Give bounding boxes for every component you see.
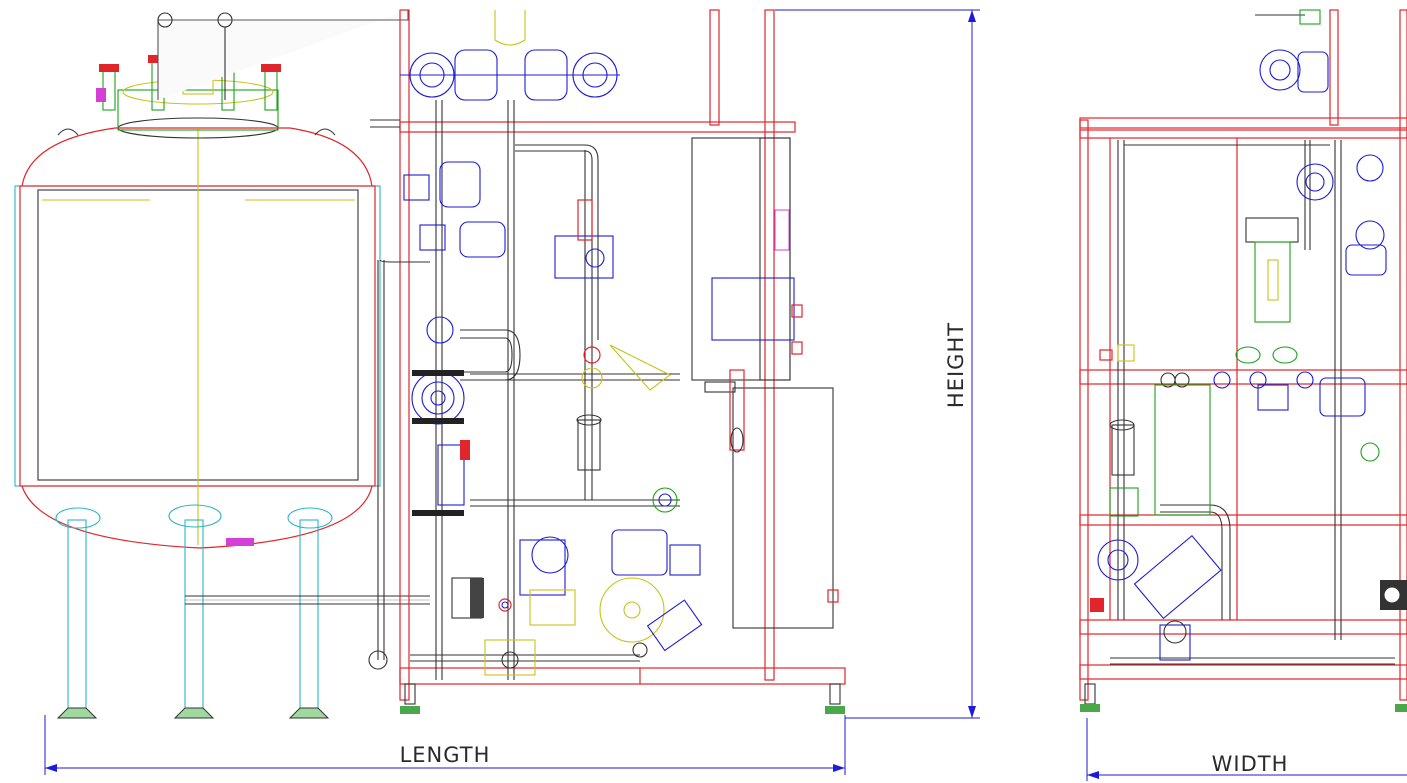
front-view bbox=[14, 9, 846, 719]
skid-frame bbox=[399, 9, 846, 714]
control-cabinet bbox=[691, 137, 839, 629]
vent-pipe bbox=[157, 10, 409, 100]
dimension-height: HEIGHT bbox=[775, 9, 980, 719]
side-components bbox=[1090, 9, 1407, 661]
length-label: LENGTH bbox=[400, 743, 491, 767]
actuated-valve-4 bbox=[572, 52, 618, 98]
bottom-outlet-right bbox=[287, 507, 333, 529]
height-label: HEIGHT bbox=[944, 322, 968, 408]
width-label: WIDTH bbox=[1212, 752, 1289, 776]
tank bbox=[14, 10, 430, 719]
lifting-lug-left bbox=[57, 128, 79, 136]
drain-fitting bbox=[226, 538, 254, 546]
pump bbox=[451, 529, 703, 676]
side-view bbox=[1079, 9, 1407, 712]
tank-bottom-head bbox=[21, 485, 373, 549]
lifting-lug-right bbox=[314, 128, 336, 136]
side-frame bbox=[1079, 9, 1407, 712]
vent-elbow bbox=[157, 12, 173, 28]
top-valve-cluster bbox=[400, 10, 620, 101]
manway-cover bbox=[117, 89, 279, 131]
tank-legs bbox=[56, 519, 330, 719]
actuated-valve-1 bbox=[409, 52, 455, 98]
bottom-outlet-center bbox=[168, 504, 222, 528]
mid-valves bbox=[403, 161, 678, 516]
actuated-valve-2 bbox=[454, 49, 498, 101]
actuated-valve-3 bbox=[524, 49, 568, 101]
side-piping bbox=[1110, 140, 1395, 665]
dimension-width: WIDTH bbox=[1086, 718, 1407, 781]
dimension-length: LENGTH bbox=[44, 715, 846, 775]
bottom-outlet-left bbox=[55, 507, 101, 529]
process-piping bbox=[370, 100, 680, 680]
tank-top-head bbox=[21, 127, 373, 187]
